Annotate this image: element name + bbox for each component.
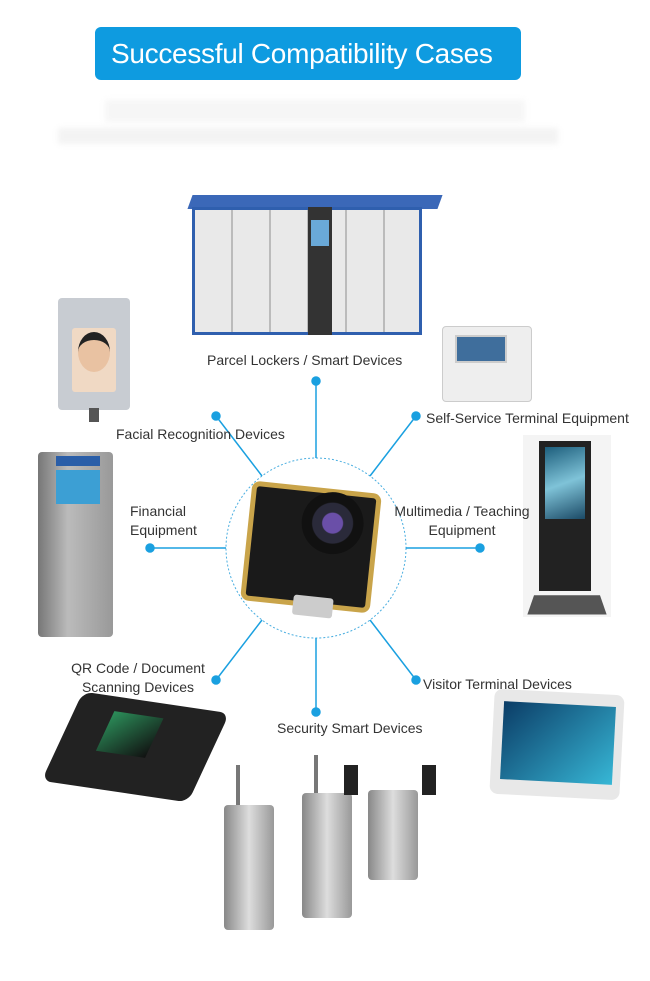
blurred-subtitle — [105, 100, 525, 122]
spoke — [369, 415, 417, 477]
multimedia-totem-image — [523, 435, 611, 617]
spoke-dot — [411, 675, 421, 685]
label-parcel-lockers: Parcel Lockers / Smart Devices — [207, 352, 403, 368]
spoke-dot — [211, 675, 221, 685]
label-line: Scanning Devices — [81, 679, 195, 695]
spoke-dot — [145, 543, 155, 553]
page-title: Successful Compatibility Cases — [95, 27, 521, 80]
label-line: Financial — [130, 503, 187, 519]
atm-image — [38, 452, 113, 637]
spoke — [215, 415, 263, 477]
blurred-subtitle — [58, 128, 558, 144]
security-gates-image — [220, 755, 460, 935]
spoke-dot — [411, 411, 421, 421]
spoke-dot — [475, 543, 485, 553]
visitor-terminal-image — [489, 688, 637, 822]
label-line: Multimedia / Teaching — [394, 503, 530, 519]
spoke-dot — [211, 411, 221, 421]
spoke — [215, 619, 263, 681]
label-line: Equipment — [130, 522, 197, 538]
spoke-dot — [311, 707, 321, 717]
self-service-terminal-image — [442, 326, 532, 402]
facial-recognition-device-image — [58, 298, 130, 422]
label-line: Equipment — [428, 522, 496, 538]
label-line: QR Code / Document — [71, 660, 205, 676]
spoke — [369, 619, 417, 681]
usb-camera-module-image — [236, 477, 386, 619]
parcel-locker-image — [187, 195, 443, 335]
spoke-dot — [311, 376, 321, 386]
label-security: Security Smart Devices — [277, 720, 423, 736]
label-self-service-terminal: Self-Service Terminal Equipment — [426, 410, 629, 426]
label-facial-recognition: Facial Recognition Devices — [116, 426, 285, 442]
label-visitor-terminal: Visitor Terminal Devices — [423, 676, 572, 692]
